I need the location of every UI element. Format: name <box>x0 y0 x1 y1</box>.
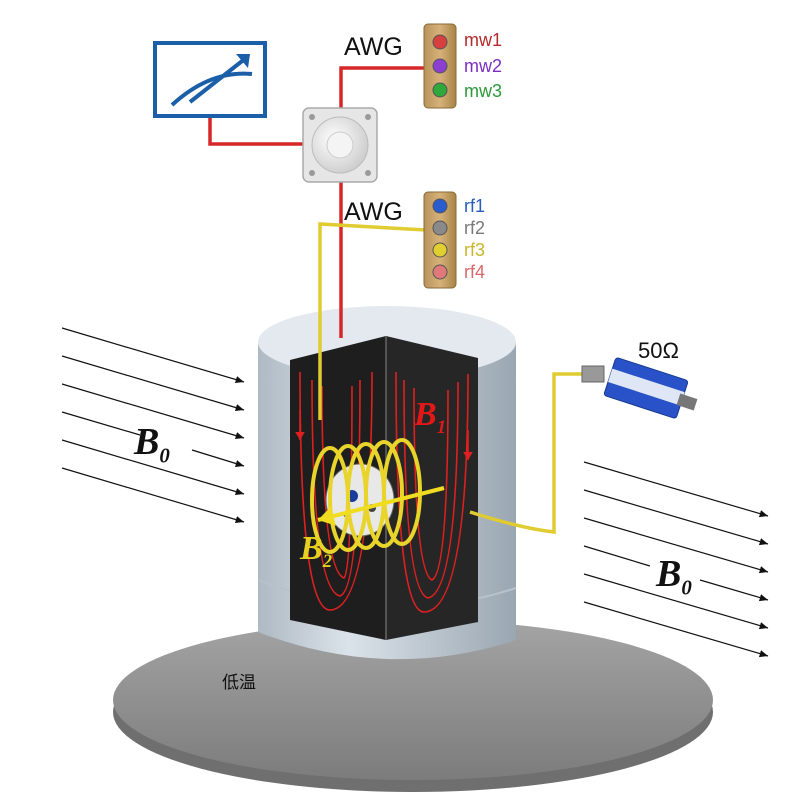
awg-rf-box <box>423 191 457 289</box>
mw2-label: mw2 <box>464 56 503 76</box>
rf1-label: rf1 <box>464 196 486 216</box>
b0-left-sub: 0 <box>159 443 170 468</box>
mw3-led-icon <box>432 82 448 98</box>
rf4-led-icon <box>432 264 448 280</box>
rf2-led-icon <box>432 220 448 236</box>
rf3-label: rf3 <box>464 240 486 260</box>
mw2-led-icon <box>432 58 448 74</box>
mw3-label: mw3 <box>464 81 503 101</box>
b1-label: B1 <box>414 396 446 439</box>
platform-label: 低温 <box>222 673 256 693</box>
b1-symbol: B <box>414 396 437 433</box>
b2-sub: 2 <box>322 550 333 572</box>
awg-rf-label: AWG <box>344 198 403 226</box>
cryo-platform <box>113 620 713 792</box>
b1-sub: 1 <box>436 416 447 438</box>
b0-right-label: B0 <box>656 552 692 601</box>
microwave-cables <box>208 66 430 338</box>
spectrum-monitor-icon <box>153 41 267 118</box>
b0-field-lines-right <box>583 461 769 658</box>
awg-mw-box <box>423 23 457 109</box>
rf2-label: rf2 <box>464 218 486 238</box>
mw1-led-icon <box>432 34 448 50</box>
termination-label: 50Ω <box>638 338 679 363</box>
b0-left-label: B0 <box>134 420 170 469</box>
rf-cables <box>318 222 582 534</box>
b0-left-symbol: B <box>134 421 160 463</box>
rf4-label: rf4 <box>464 262 486 282</box>
b2-label: B2 <box>300 530 332 573</box>
b0-right-sub: 0 <box>681 575 692 600</box>
b2-symbol: B <box>300 530 323 567</box>
b0-right-symbol: B <box>656 553 682 595</box>
rf-coil <box>310 438 422 554</box>
b0-field-lines-left <box>61 327 245 524</box>
termination-50ohm-icon <box>581 357 698 419</box>
mw1-label: mw1 <box>464 30 503 50</box>
power-splitter <box>302 107 378 183</box>
b2-arrow <box>317 486 445 526</box>
awg-mw-label: AWG <box>344 33 403 61</box>
rf3-led-icon <box>432 242 448 258</box>
rf1-led-icon <box>432 198 448 214</box>
